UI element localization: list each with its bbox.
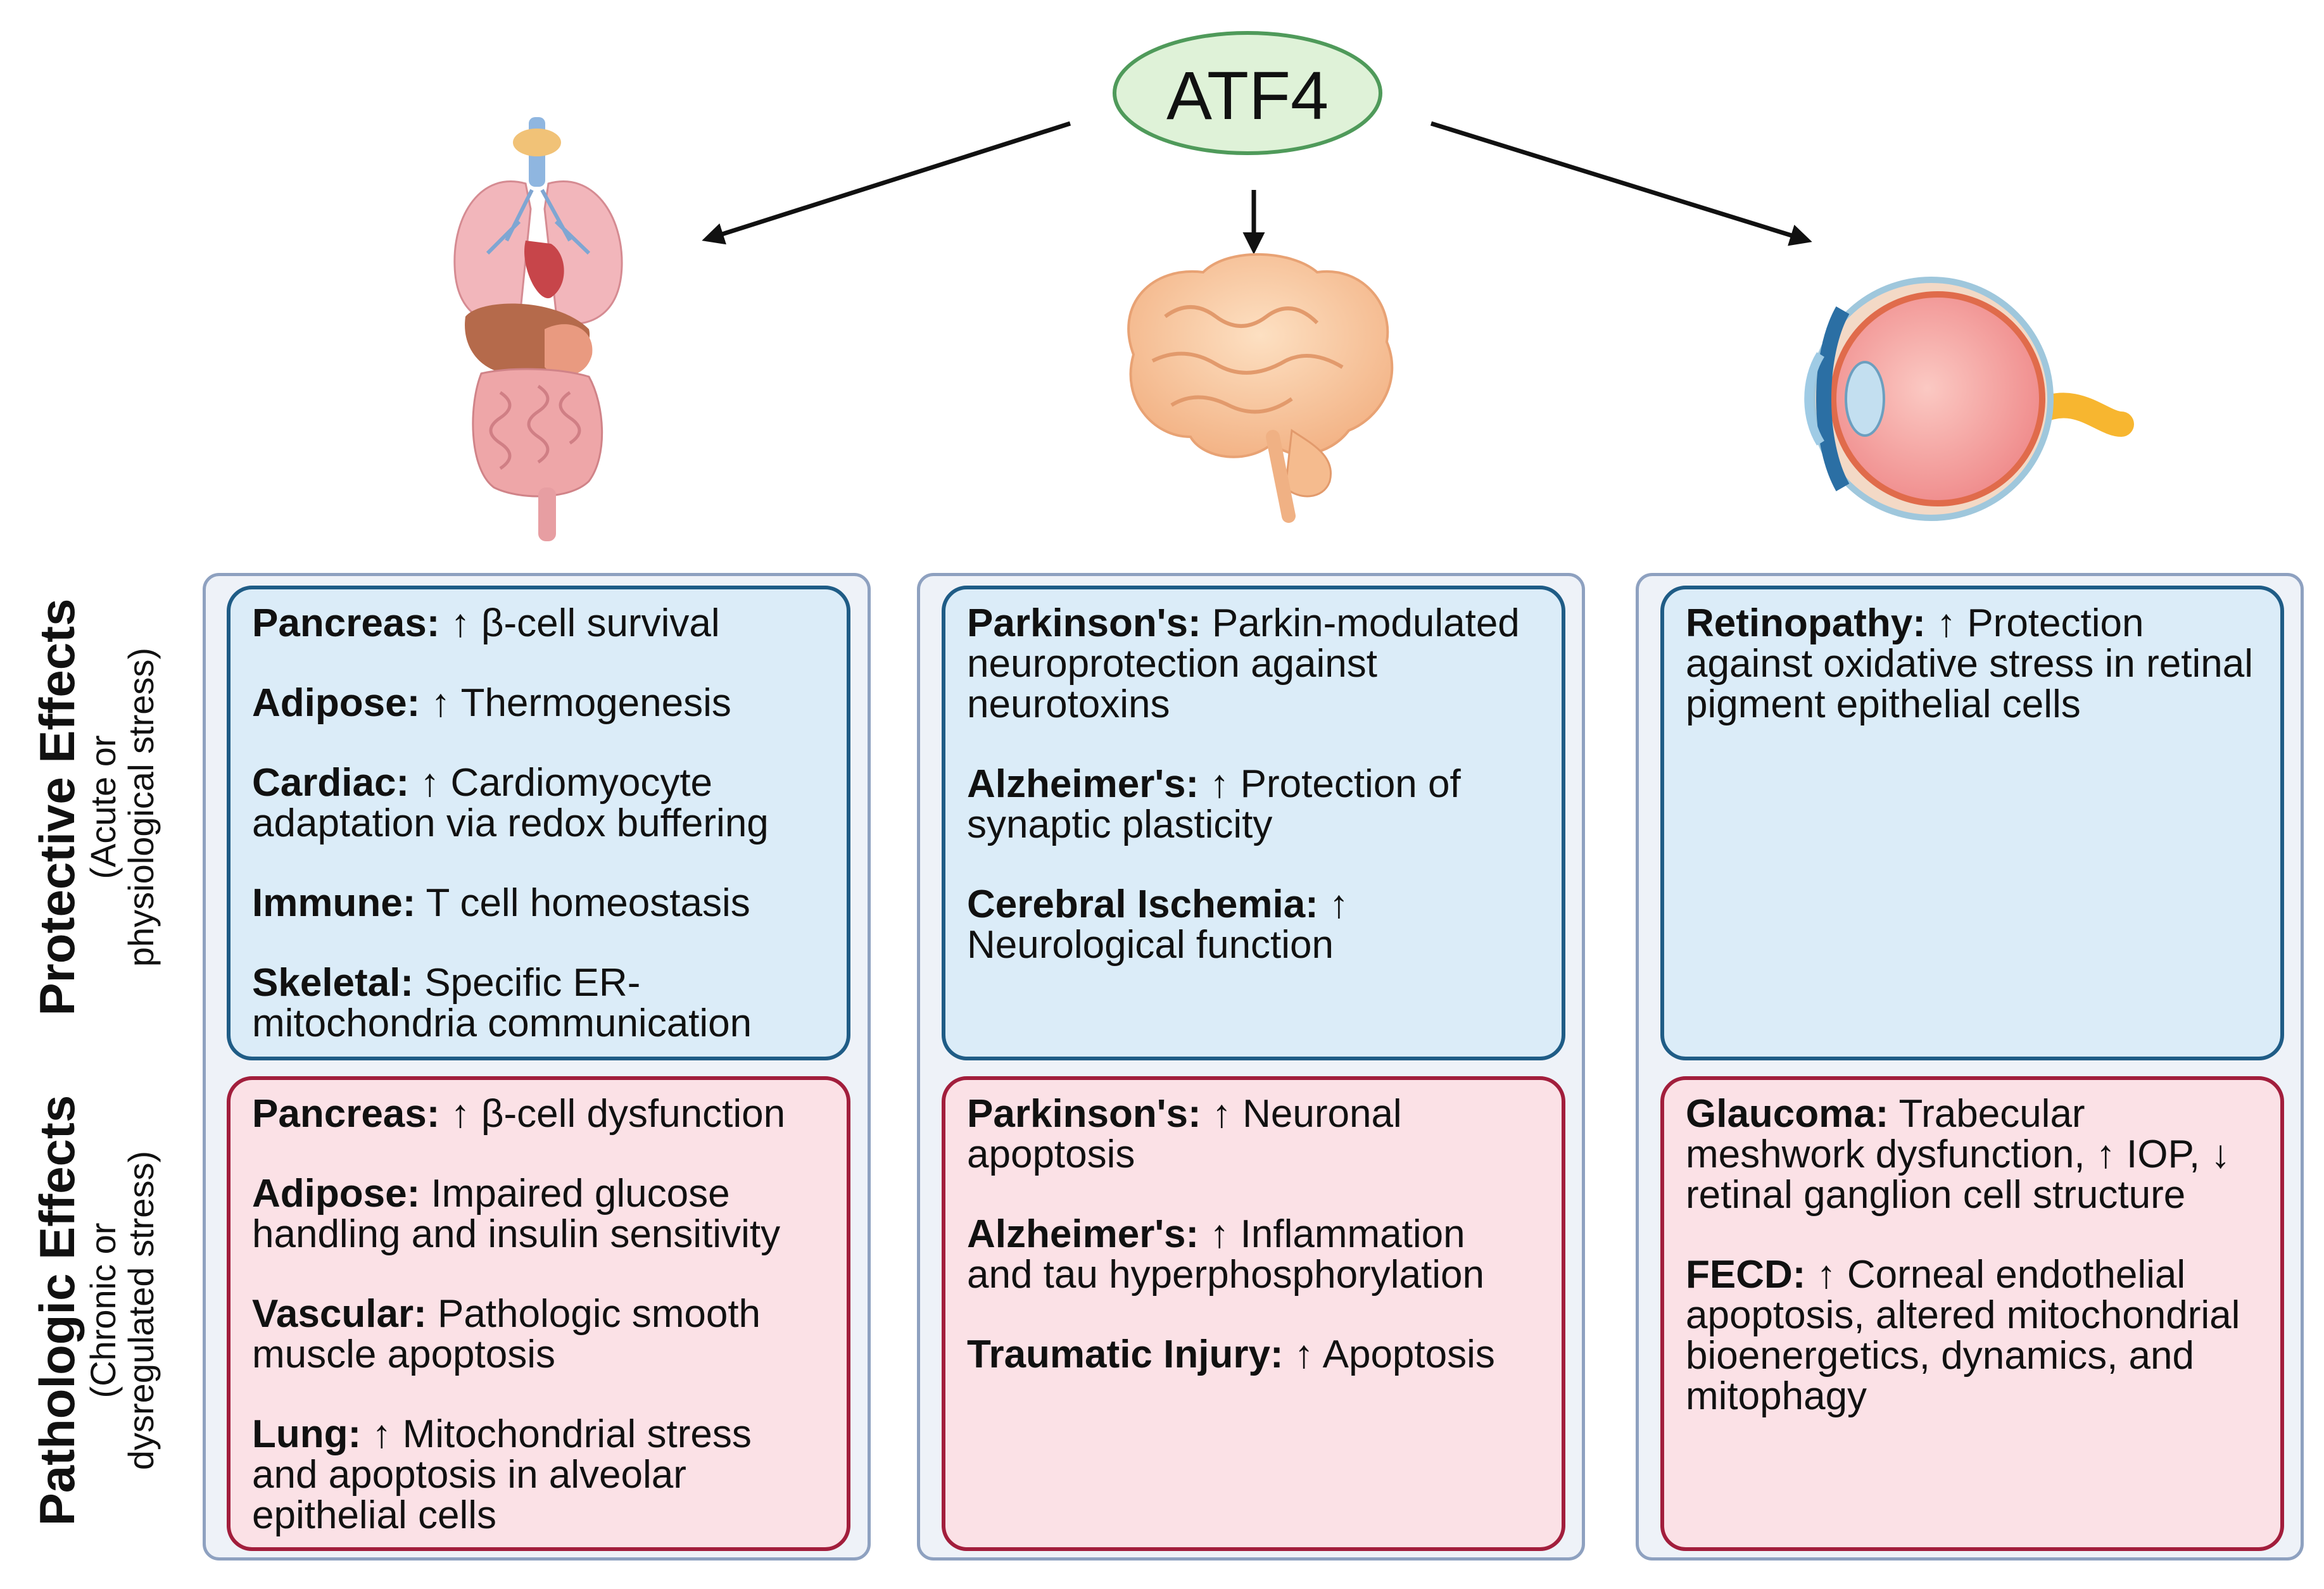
organs-pathologic-box: Pancreas: ↑ β-cell dysfunction Adipose: …: [227, 1076, 850, 1551]
protective-subtitle-2: physiological stress): [121, 647, 161, 967]
pathologic-title: Pathologic Effects: [29, 1095, 85, 1526]
entry: Vascular: Pathologic smooth muscle apopt…: [252, 1292, 761, 1376]
entry: Parkinson's: ↑ Neuronal apoptosis: [967, 1092, 1402, 1176]
eye-icon: [1804, 277, 2134, 521]
entry: Traumatic Injury: ↑ Apoptosis: [967, 1333, 1495, 1376]
brain-pathologic-box: Parkinson's: ↑ Neuronal apoptosis Alzhei…: [942, 1076, 1565, 1551]
pathologic-subtitle-1: (Chronic or: [83, 1222, 123, 1398]
brain-icon: [1127, 253, 1394, 523]
entry: FECD: ↑ Corneal endothelial apoptosis, a…: [1686, 1253, 2240, 1418]
atf4-node: [1113, 31, 1382, 155]
entry: Adipose: Impaired glucose handling and i…: [252, 1172, 781, 1256]
arrow-to-organs: [702, 121, 1071, 245]
entry: Pancreas: ↑ β-cell dysfunction: [252, 1092, 786, 1136]
entry: Pancreas: ↑ β-cell survival: [252, 601, 720, 645]
entry: Cerebral Ischemia: ↑ Neurological functi…: [967, 882, 1349, 967]
protective-title: Protective Effects: [29, 598, 85, 1016]
entry: Immune: T cell homeostasis: [252, 881, 750, 925]
pathologic-subtitle-2: dysregulated stress): [121, 1150, 161, 1471]
arrow-to-eye: [1430, 121, 1812, 246]
pathologic-row-label: Pathologic Effects (Chronic or dysregula…: [29, 1095, 161, 1526]
atf4-label: ATF4: [1166, 56, 1329, 134]
entry: Glaucoma: Trabecular meshwork dysfunctio…: [1686, 1092, 2231, 1217]
entry: Retinopathy: ↑ Protection against oxidat…: [1686, 601, 2254, 726]
entry: Skeletal: Specific ER-mitochondria commu…: [252, 961, 752, 1045]
protective-subtitle-1: (Acute or: [83, 735, 123, 879]
brain-protective-box: Parkinson's: Parkin-modulated neuroprote…: [942, 586, 1565, 1060]
protective-row-label: Protective Effects (Acute or physiologic…: [29, 598, 161, 1016]
entry: Cardiac: ↑ Cardiomyocyte adaptation via …: [252, 761, 769, 845]
entry: Alzheimer's: ↑ Inflammation and tau hype…: [967, 1212, 1484, 1297]
organs-icon: [453, 117, 623, 541]
eye-pathologic-box: Glaucoma: Trabecular meshwork dysfunctio…: [1660, 1076, 2284, 1551]
eye-protective-box: Retinopathy: ↑ Protection against oxidat…: [1660, 586, 2284, 1060]
entry: Parkinson's: Parkin-modulated neuroprote…: [967, 601, 1520, 726]
organs-protective-box: Pancreas: ↑ β-cell survival Adipose: ↑ T…: [227, 586, 850, 1060]
entry: Adipose: ↑ Thermogenesis: [252, 681, 731, 725]
entry: Alzheimer's: ↑ Protection of synaptic pl…: [967, 762, 1461, 846]
entry: Lung: ↑ Mitochondrial stress and apoptos…: [252, 1412, 752, 1537]
